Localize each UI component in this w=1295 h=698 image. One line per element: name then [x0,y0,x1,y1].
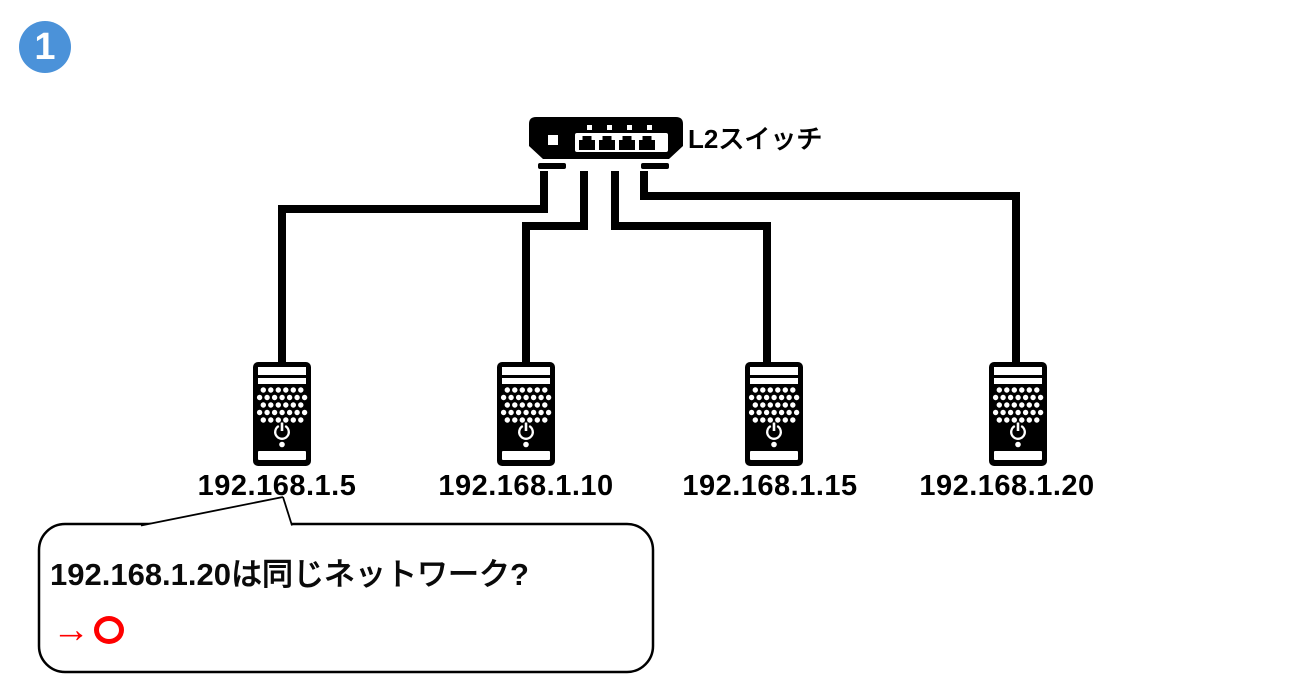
cable-switch-to-host-2 [522,171,588,366]
switch-label: L2スイッチ [688,124,823,154]
host-ip-label-2: 192.168.1.10 [438,470,614,502]
l2-switch-icon [529,117,683,169]
host-ip-label-1: 192.168.1.5 [197,470,357,502]
speech-bubble-shape [37,496,655,674]
host-ip-label-4: 192.168.1.20 [919,470,1095,502]
cable-switch-to-host-4 [640,171,1020,366]
step-number-badge: 1 [19,21,71,73]
pc-tower-icon-4 [987,360,1049,468]
host-ip-label-3: 192.168.1.15 [682,470,858,502]
pc-tower-icon-1 [251,360,313,468]
callout-question-text: 192.168.1.20は同じネットワーク? [50,557,529,592]
step-number: 1 [34,26,56,68]
cable-switch-to-host-1 [278,171,548,366]
pc-tower-icon-3 [743,360,805,468]
cable-switch-to-host-3 [611,171,771,366]
answer-maru-circle [94,616,124,644]
callout-answer: → [52,610,124,650]
answer-arrow: → [52,609,90,651]
pc-tower-icon-2 [495,360,557,468]
